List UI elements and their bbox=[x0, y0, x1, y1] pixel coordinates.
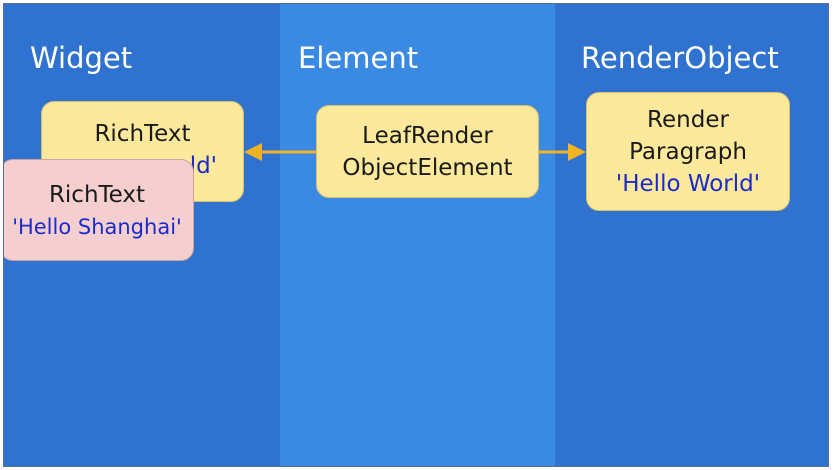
render-object-box-render-paragraph: Render Paragraph 'Hello World' bbox=[586, 92, 790, 211]
element-box-leaf-render-object-element: LeafRender ObjectElement bbox=[316, 105, 539, 198]
widget-old-title: RichText bbox=[94, 121, 191, 147]
widget-new-title: RichText bbox=[48, 182, 146, 208]
widget-column-heading: Widget bbox=[30, 41, 133, 75]
element-line-1: LeafRender bbox=[362, 123, 493, 149]
widget-new-value: 'Hello Shanghai' bbox=[12, 215, 182, 239]
element-column-heading: Element bbox=[298, 41, 419, 75]
render-object-column-heading: RenderObject bbox=[581, 41, 779, 75]
arrow-element-to-render-object-head bbox=[568, 143, 586, 161]
render-object-line-1: Render bbox=[647, 107, 729, 133]
connector-arrows bbox=[244, 143, 586, 161]
widget-box-new-richtext: RichText 'Hello Shanghai' bbox=[4, 159, 194, 261]
slide-frame: Widget Element RenderObject RichText ld'… bbox=[3, 3, 829, 467]
render-object-value: 'Hello World' bbox=[615, 171, 761, 197]
element-column-background bbox=[280, 4, 555, 466]
widget-old-value-fragment: ld' bbox=[189, 153, 217, 179]
arrow-element-to-widget-head bbox=[244, 143, 262, 161]
render-object-line-2: Paragraph bbox=[629, 139, 747, 165]
element-line-2: ObjectElement bbox=[342, 155, 513, 181]
